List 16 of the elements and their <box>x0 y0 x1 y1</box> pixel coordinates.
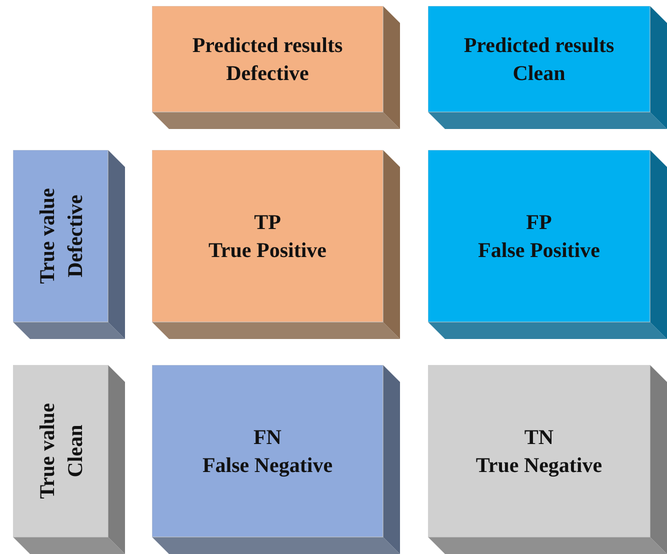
cell-label: True Negative <box>476 452 602 479</box>
cell-label: FP <box>526 209 552 236</box>
cell-label: Clean <box>62 424 88 478</box>
cell-label: Predicted results <box>464 32 614 59</box>
cell-label: False Negative <box>202 452 333 479</box>
cell-label: Defective <box>226 60 309 87</box>
cell-label: TN <box>524 424 554 451</box>
cell-label: True value <box>34 188 60 284</box>
cell-label: Defective <box>62 194 88 278</box>
cell-label: FN <box>253 424 282 451</box>
cell-label: False Positive <box>478 237 600 264</box>
cell-label: TP <box>254 209 281 236</box>
cell-label: True value <box>34 403 60 499</box>
cell-label: True Positive <box>208 237 326 264</box>
cell-label: Clean <box>512 60 566 87</box>
cell-label: Predicted results <box>192 32 343 59</box>
